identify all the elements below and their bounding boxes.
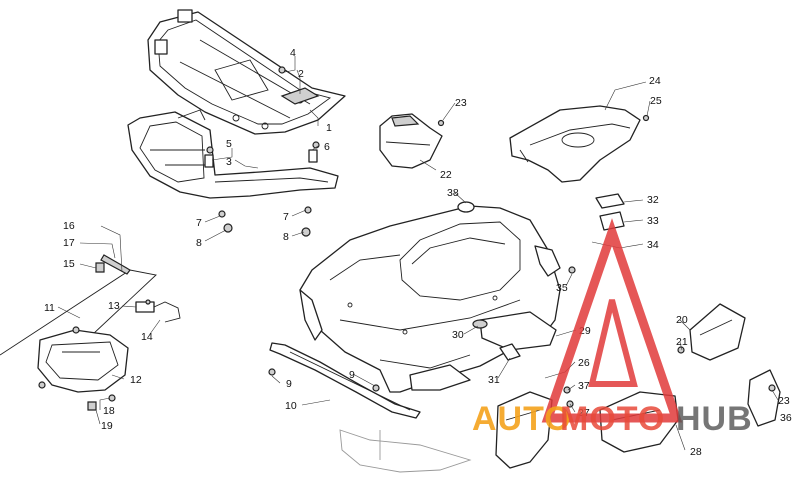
callout-24: 24 [649, 75, 661, 87]
callout-13: 13 [108, 300, 120, 312]
callout-3: 3 [226, 156, 232, 168]
callout-8b: 8 [283, 231, 289, 243]
watermark-triangle [541, 218, 683, 423]
callout-16: 16 [63, 220, 75, 232]
callout-14: 14 [141, 331, 153, 343]
callout-23b: 23 [778, 395, 790, 407]
callout-29: 29 [579, 325, 591, 337]
callout-9a: 9 [286, 378, 292, 390]
headlight-box [0, 269, 157, 366]
callout-labels: 4 2 1 5 3 6 7 8 7 8 16 17 15 11 13 14 12… [44, 47, 792, 458]
callout-4: 4 [290, 47, 296, 59]
callout-1: 1 [326, 122, 332, 134]
small-fasteners-right [437, 114, 650, 408]
callout-25: 25 [650, 95, 662, 107]
callout-26: 26 [578, 357, 590, 369]
bulb-harness [135, 299, 181, 323]
callout-18: 18 [103, 405, 115, 417]
bumper-bolts [204, 66, 320, 237]
front-body-panel [299, 205, 561, 393]
callout-28: 28 [690, 446, 702, 458]
callout-19: 19 [101, 420, 113, 432]
leader-lines [57, 56, 779, 451]
callout-6: 6 [324, 141, 330, 153]
callout-12: 12 [130, 374, 142, 386]
callout-35: 35 [556, 282, 568, 294]
callout-21: 21 [676, 336, 688, 348]
watermark-auto: AUTO [472, 400, 572, 438]
callout-15: 15 [63, 258, 75, 270]
small-cover [379, 113, 443, 169]
callout-2: 2 [298, 68, 304, 80]
callout-10: 10 [285, 400, 297, 412]
watermark: AUTO MOTO HUB [472, 218, 753, 438]
callout-11: 11 [44, 302, 55, 314]
callout-17: 17 [63, 237, 75, 249]
callout-9b: 9 [349, 369, 355, 381]
lower-lip [479, 311, 557, 351]
callout-33: 33 [647, 215, 659, 227]
callout-32: 32 [647, 194, 659, 206]
callout-37: 37 [578, 380, 590, 392]
mudflap [495, 391, 553, 469]
callout-20: 20 [676, 314, 688, 326]
callout-7a: 7 [196, 217, 202, 229]
callout-5: 5 [226, 138, 232, 150]
body-fasteners [472, 319, 521, 361]
callout-34: 34 [647, 239, 659, 251]
callout-30: 30 [452, 329, 464, 341]
callout-23a: 23 [455, 97, 467, 109]
headlight-assembly [37, 326, 129, 393]
right-side-panel [677, 303, 746, 361]
callout-38: 38 [447, 187, 459, 199]
lower-support-bar [268, 342, 421, 419]
o-ring [457, 201, 475, 213]
callout-8a: 8 [196, 237, 202, 249]
callout-7b: 7 [283, 211, 289, 223]
callout-22: 22 [440, 169, 452, 181]
watermark-hub: HUB [676, 400, 753, 438]
fender-panel [509, 105, 641, 183]
end-cap [747, 369, 781, 427]
callout-36: 36 [780, 412, 792, 424]
side-bracket [534, 245, 576, 277]
headlight-bolts [87, 254, 131, 411]
rack-plate [280, 87, 320, 105]
callout-31: 31 [488, 374, 500, 386]
watermark-moto: MOTO [560, 400, 665, 438]
chassis-sketch [339, 429, 472, 473]
callout-27: 27 [578, 407, 590, 419]
